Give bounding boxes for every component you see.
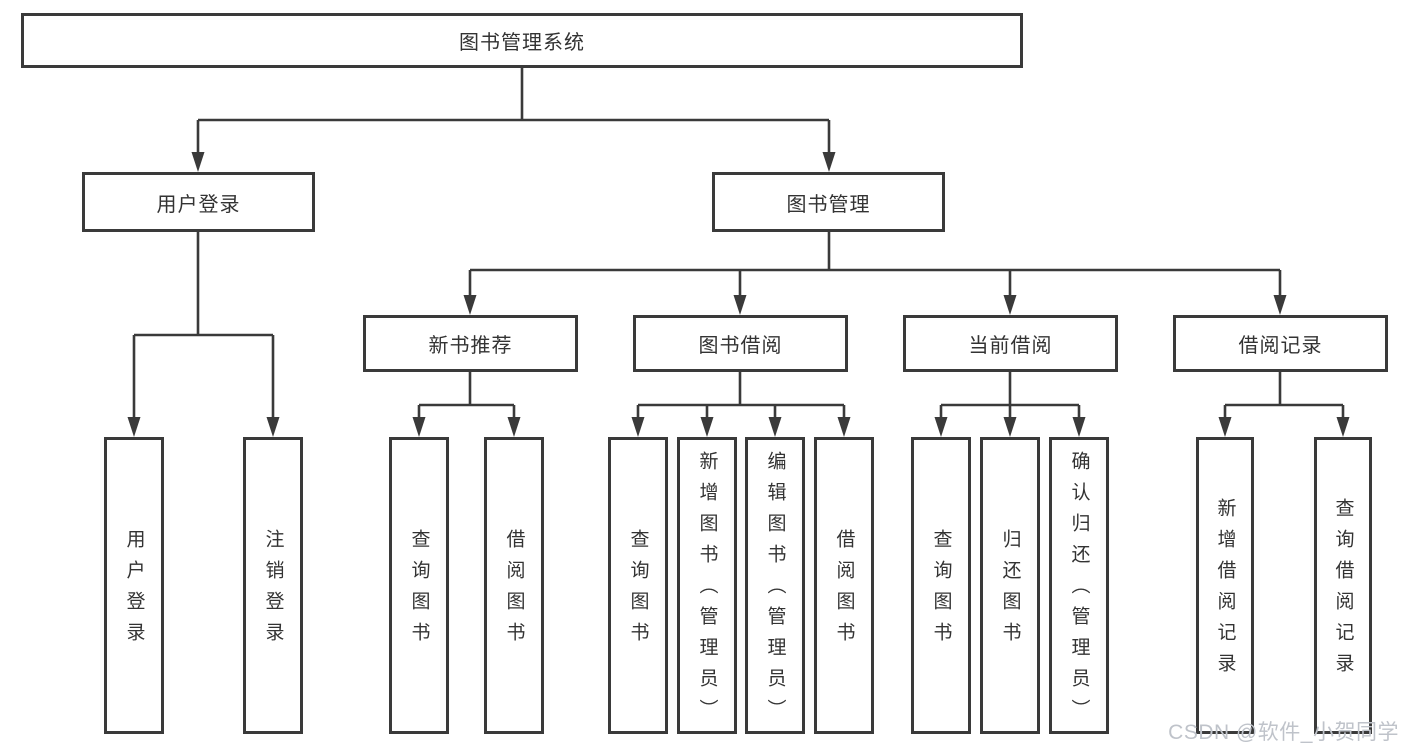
leaf-records-query-record: 查询借阅记录	[1314, 437, 1372, 734]
leaf-logout: 注销登录	[243, 437, 303, 734]
leaf-borrow-add-books-admin: 新增图书（管理员）	[677, 437, 737, 734]
node-root-system: 图书管理系统	[21, 13, 1023, 68]
leaf-recommend-borrow-books: 借阅图书	[484, 437, 544, 734]
leaf-borrow-borrow-books: 借阅图书	[814, 437, 874, 734]
leaf-current-confirm-return-admin: 确认归还（管理员）	[1049, 437, 1109, 734]
leaf-records-add-record: 新增借阅记录	[1196, 437, 1254, 734]
leaf-recommend-query-books: 查询图书	[389, 437, 449, 734]
watermark: CSDN @软件_小贺同学	[1168, 721, 1399, 744]
node-new-book-recommend: 新书推荐	[363, 315, 578, 372]
node-current-borrow: 当前借阅	[903, 315, 1118, 372]
node-user-login: 用户登录	[82, 172, 315, 232]
node-book-management: 图书管理	[712, 172, 945, 232]
leaf-current-query-books: 查询图书	[911, 437, 971, 734]
leaf-current-return-books: 归还图书	[980, 437, 1040, 734]
node-book-borrow: 图书借阅	[633, 315, 848, 372]
leaf-borrow-edit-books-admin: 编辑图书（管理员）	[745, 437, 805, 734]
node-borrow-records: 借阅记录	[1173, 315, 1388, 372]
leaf-borrow-query-books: 查询图书	[608, 437, 668, 734]
leaf-user-login: 用户登录	[104, 437, 164, 734]
